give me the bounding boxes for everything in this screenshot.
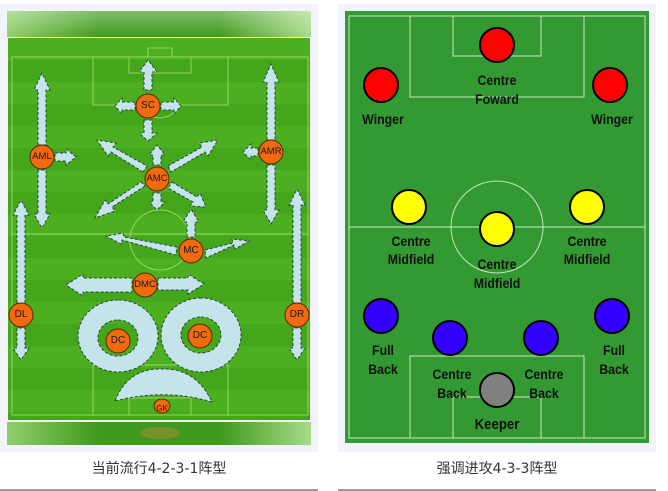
label-cb-left-2: Back — [437, 385, 467, 401]
label-cf-1: Centre — [477, 72, 517, 88]
label-cm-right-1: Centre — [567, 233, 607, 249]
player-cb-left — [432, 320, 468, 356]
player-gk — [153, 398, 171, 414]
formation-diagram-4-2-3-1 — [7, 11, 311, 445]
player-dr — [284, 302, 310, 328]
player-dmc — [132, 272, 158, 298]
player-fb-right — [594, 298, 630, 334]
pitch — [8, 38, 310, 420]
caption-divider-left — [0, 489, 318, 491]
player-centre-forward — [479, 27, 515, 63]
label-dc-right: DC — [192, 330, 208, 341]
formation-card-4-2-3-1: SC AML AMR AMC MC DMC DL DR DC DC GK — [0, 4, 318, 452]
label-sc: SC — [141, 100, 155, 111]
player-fb-left — [363, 298, 399, 334]
player-dc-right — [187, 323, 213, 349]
label-amc: AMC — [146, 173, 168, 184]
label-dl: DL — [14, 309, 28, 320]
label-cb-left-1: Centre — [432, 366, 472, 382]
formation-diagram-4-3-3 — [345, 11, 649, 443]
label-dmc: DMC — [134, 279, 156, 290]
player-mc — [178, 238, 204, 264]
label-fb-right-1: Full — [603, 342, 625, 358]
player-amc — [144, 166, 170, 192]
caption-4-3-3: 强调进攻4-3-3阵型 — [436, 461, 558, 477]
label-cm-left-1: Centre — [391, 233, 431, 249]
label-amr: AMR — [260, 146, 282, 157]
player-cm-right — [569, 189, 605, 225]
label-cf-2: Foward — [475, 91, 519, 107]
label-cm-right-2: Midfield — [563, 251, 611, 267]
player-cb-right — [523, 320, 559, 356]
label-winger-left: Winger — [362, 111, 404, 127]
movement-arrows — [12, 59, 306, 361]
label-dc-left: DC — [110, 335, 126, 346]
player-cm-center — [479, 211, 515, 247]
player-sc — [135, 93, 161, 119]
player-aml — [29, 144, 55, 170]
label-mc: MC — [183, 245, 199, 256]
player-winger-right — [592, 67, 628, 103]
caption-divider-right — [338, 489, 656, 491]
caption-4-2-3-1: 当前流行4-2-3-1阵型 — [91, 461, 227, 477]
label-gk: GK — [156, 404, 168, 413]
label-winger-right: Winger — [591, 111, 633, 127]
label-cm-center-2: Midfield — [473, 275, 521, 291]
player-winger-left — [363, 67, 399, 103]
label-cm-left-2: Midfield — [387, 251, 435, 267]
label-fb-left-1: Full — [372, 342, 394, 358]
player-cm-left — [391, 189, 427, 225]
player-dc-left — [105, 328, 131, 354]
dc-zones — [77, 297, 242, 403]
label-aml: AML — [32, 151, 52, 162]
label-fb-left-2: Back — [368, 361, 398, 377]
player-dl — [8, 302, 34, 328]
player-keeper — [479, 372, 515, 408]
label-fb-right-2: Back — [599, 361, 629, 377]
players — [8, 93, 310, 414]
label-cm-center-1: Centre — [477, 256, 517, 272]
players — [363, 27, 630, 408]
label-cb-right-2: Back — [529, 385, 559, 401]
label-keeper: Keeper — [474, 416, 520, 433]
label-dr: DR — [289, 309, 305, 320]
player-amr — [258, 139, 284, 165]
formation-card-4-3-3: Centre Foward Winger Winger Centre Midfi… — [338, 4, 656, 452]
label-cb-right-1: Centre — [524, 366, 564, 382]
